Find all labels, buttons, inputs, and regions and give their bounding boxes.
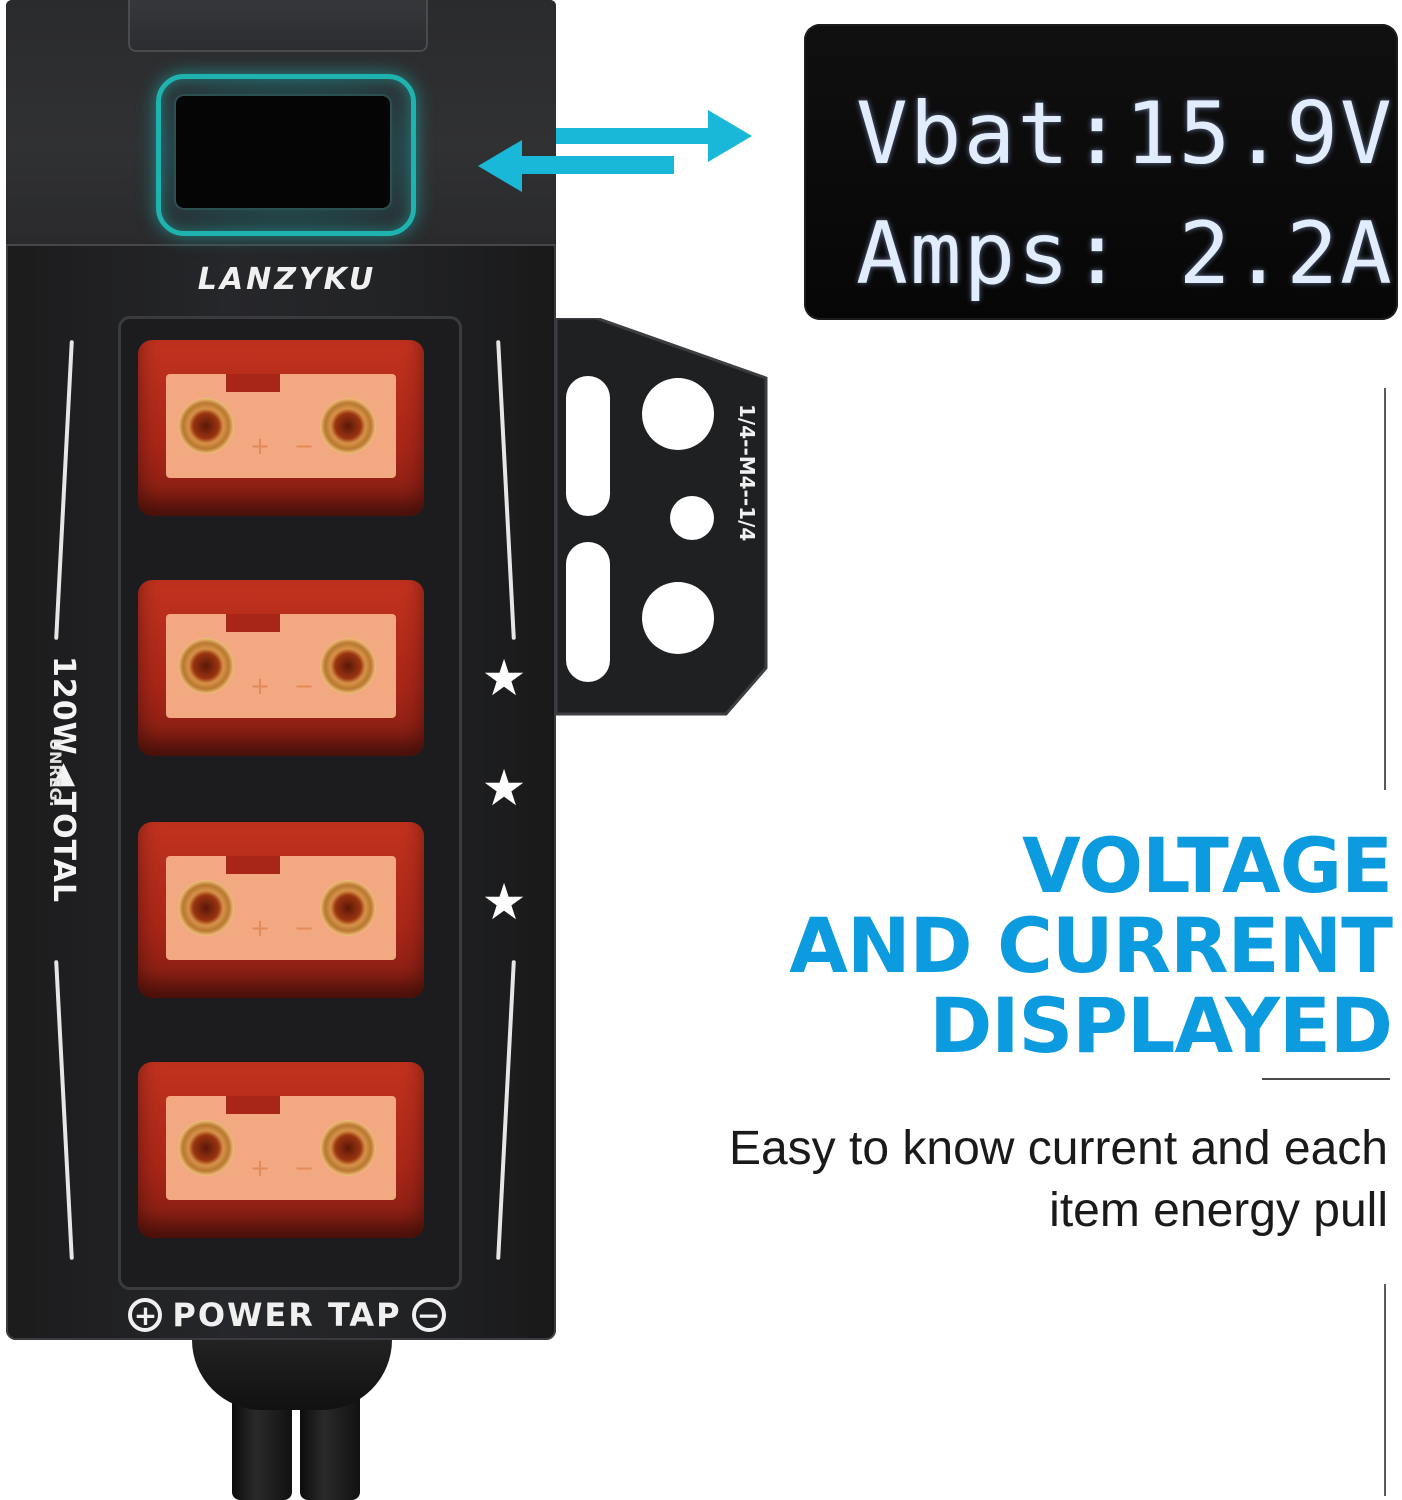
port-notch (226, 856, 280, 874)
divider-line (1262, 1078, 1390, 1080)
right-rail-lower (496, 960, 516, 1260)
positive-pin (178, 398, 234, 454)
plus-mark: + (250, 672, 271, 700)
power-tap-label: + POWER TAP − (112, 1290, 462, 1340)
left-rail-lower (54, 960, 74, 1260)
plus-mark: + (250, 914, 271, 942)
voltage-readout: Vbat:15.9V (856, 84, 1394, 184)
bracket-shape-icon (554, 316, 768, 716)
rating-label: 120W▲TOTAL UNREG. (36, 656, 96, 956)
negative-pin (320, 1120, 376, 1176)
lcd-closeup: Vbat:15.9V Amps: 2.2A (804, 24, 1398, 320)
bidirectional-arrows-icon (478, 110, 752, 192)
description-line-1: Easy to know current and each (728, 1122, 1388, 1175)
positive-pin (178, 880, 234, 936)
bracket-thread-label: 1/4--M4--1/4 (735, 404, 759, 542)
xt60-port-4[interactable]: + − (138, 1062, 424, 1238)
plus-mark: + (250, 1154, 271, 1182)
xt60-port-2[interactable]: + − (138, 580, 424, 756)
device-top-housing (6, 0, 556, 246)
star-icon: ★ (481, 759, 527, 817)
negative-pin (320, 880, 376, 936)
brand-label: LANZYKU (197, 262, 377, 297)
port-notch (226, 614, 280, 632)
power-tap-text: POWER TAP (172, 1296, 402, 1334)
left-rail-upper (54, 340, 74, 640)
divider-line (1384, 388, 1386, 790)
minus-mark: − (294, 432, 315, 460)
positive-pin (178, 638, 234, 694)
right-rail-upper (496, 340, 516, 640)
xt60-port-3[interactable]: + − (138, 822, 424, 998)
top-clip (128, 0, 428, 52)
mounting-bracket (554, 316, 776, 718)
headline-line-1: VOLTAGE (1022, 821, 1393, 910)
plus-mark: + (250, 432, 271, 460)
headline-line-3: DISPLAYED (929, 981, 1393, 1070)
negative-pin (320, 638, 376, 694)
minus-symbol-icon: − (411, 1298, 446, 1332)
star-icon: ★ (481, 873, 527, 931)
port-notch (226, 1096, 280, 1114)
divider-line (1384, 1284, 1386, 1496)
minus-mark: − (294, 672, 315, 700)
rating-main-text: 120W▲TOTAL (46, 656, 81, 904)
headline: VOLTAGE AND CURRENT DISPLAYED (789, 821, 1393, 1070)
description: Easy to know current and each item energ… (729, 1118, 1388, 1242)
minus-mark: − (294, 1154, 315, 1182)
description-line-2: item energy pull (1049, 1184, 1388, 1237)
port-notch (226, 374, 280, 392)
headline-line-2: AND CURRENT (789, 901, 1393, 990)
plus-symbol-icon: + (128, 1298, 163, 1332)
negative-pin (320, 398, 376, 454)
current-readout: Amps: 2.2A (856, 204, 1394, 304)
minus-mark: − (294, 914, 315, 942)
star-icon: ★ (481, 649, 527, 707)
xt60-port-1[interactable]: + − (138, 340, 424, 516)
positive-pin (178, 1120, 234, 1176)
cable-strain-relief (192, 1340, 392, 1410)
device-screen (174, 94, 392, 210)
rating-sub-text: UNREG. (46, 738, 65, 807)
